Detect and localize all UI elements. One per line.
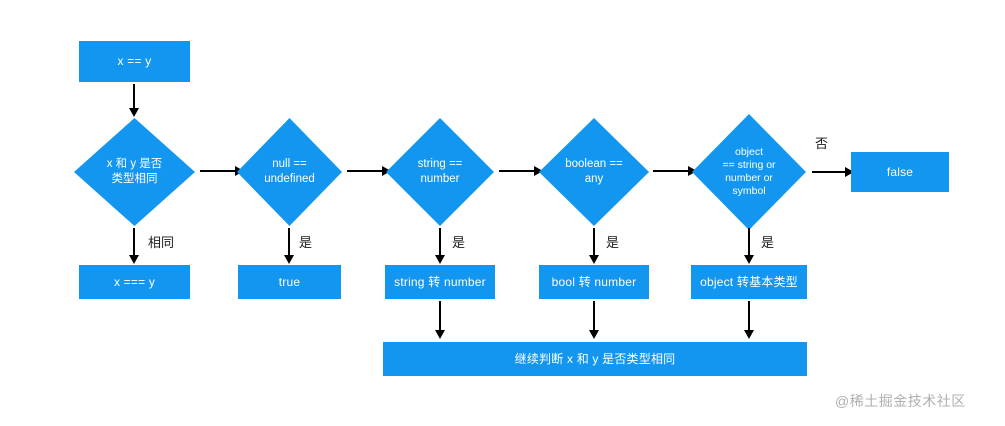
node-false-label: false <box>886 164 914 179</box>
arrow-stem <box>748 228 750 255</box>
arrow-head <box>129 108 139 117</box>
node-convert-string-to-number[interactable]: string 转 number <box>385 265 495 299</box>
arrow-head <box>589 330 599 339</box>
arrow-head <box>688 166 697 176</box>
diamond-shape <box>74 118 195 226</box>
arrow-stem <box>200 170 236 172</box>
arrow-head <box>435 255 445 264</box>
node-label: string 转 number <box>394 274 486 289</box>
decision-node-boolean-any[interactable]: boolean == any <box>539 118 649 226</box>
node-result-strict-equal[interactable]: x === y <box>79 265 190 299</box>
arrow-decision-4-down <box>584 228 604 264</box>
decision-node-string-number[interactable]: string == number <box>386 118 494 226</box>
arrow-stem <box>593 301 595 330</box>
arrow-stem <box>133 84 135 108</box>
arrow-stem <box>439 228 441 255</box>
arrow-decision-1-down <box>124 228 144 264</box>
arrow-bool-convert-to-recheck <box>584 301 604 339</box>
watermark-text: @稀土掘金技术社区 <box>835 393 966 409</box>
arrow-start-to-decision-1 <box>124 84 144 117</box>
arrow-stem <box>347 170 383 172</box>
arrow-head <box>435 330 445 339</box>
node-label: bool 转 number <box>551 274 637 289</box>
arrow-stem <box>748 301 750 330</box>
arrow-decision-3-down <box>430 228 450 264</box>
node-result-false[interactable]: false <box>851 152 949 192</box>
node-label: object 转基本类型 <box>700 274 798 289</box>
arrow-decision-2-down <box>279 228 299 264</box>
arrow-stem <box>133 228 135 255</box>
node-label: 继续判断 x 和 y 是否类型相同 <box>514 351 676 366</box>
arrow-string-convert-to-recheck <box>430 301 450 339</box>
node-convert-bool-to-number[interactable]: bool 转 number <box>539 265 649 299</box>
decision-node-null-undefined[interactable]: null == undefined <box>237 118 342 226</box>
arrow-head <box>534 166 543 176</box>
arrow-decision-5-down <box>739 228 759 264</box>
edge-label-yes-2: 是 <box>299 235 313 250</box>
edge-label-yes-4: 是 <box>606 235 620 250</box>
node-result-true[interactable]: true <box>238 265 341 299</box>
diamond-shape <box>386 118 494 226</box>
arrow-stem <box>499 170 535 172</box>
arrow-stem <box>653 170 689 172</box>
edge-label-same: 相同 <box>148 235 175 250</box>
arrow-decision-2-to-decision-3 <box>347 162 391 180</box>
arrow-decision-4-to-decision-5 <box>653 162 697 180</box>
arrow-stem <box>593 228 595 255</box>
edge-label-yes-3: 是 <box>452 235 466 250</box>
diamond-shape <box>237 118 342 226</box>
node-start-x-equals-y[interactable]: x == y <box>79 41 190 82</box>
node-label: true <box>278 274 301 289</box>
arrow-decision-3-to-decision-4 <box>499 162 543 180</box>
arrow-head <box>845 167 854 177</box>
diamond-shape <box>539 118 649 226</box>
diamond-shape <box>692 114 806 230</box>
arrow-head <box>589 255 599 264</box>
node-label: x === y <box>113 274 156 289</box>
arrow-object-convert-to-recheck <box>739 301 759 339</box>
arrow-head <box>744 255 754 264</box>
node-convert-object-to-primitive[interactable]: object 转基本类型 <box>691 265 807 299</box>
arrow-head <box>284 255 294 264</box>
decision-node-object-primitive[interactable]: object == string or number or symbol <box>692 114 806 230</box>
arrow-decision-5-to-false <box>812 163 854 181</box>
decision-node-type-equality[interactable]: x 和 y 是否 类型相同 <box>74 118 195 226</box>
arrow-stem <box>812 171 846 173</box>
arrow-stem <box>439 301 441 330</box>
edge-label-yes-5: 是 <box>761 235 775 250</box>
arrow-head <box>744 330 754 339</box>
node-recheck-types-bar[interactable]: 继续判断 x 和 y 是否类型相同 <box>383 342 807 376</box>
arrow-head <box>382 166 391 176</box>
node-start-label: x == y <box>117 54 152 68</box>
edge-label-no: 否 <box>815 136 829 151</box>
arrow-head <box>129 255 139 264</box>
arrow-stem <box>288 228 290 255</box>
